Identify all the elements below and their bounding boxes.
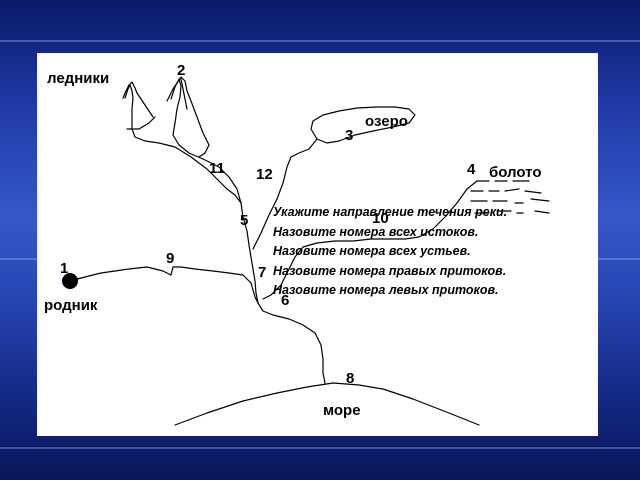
point-number-6: 6 [281, 292, 290, 309]
point-number-9: 9 [166, 250, 175, 267]
point-number-2: 2 [177, 62, 186, 79]
glacier-left-outline [122, 81, 154, 118]
glacier-stream-b [172, 122, 242, 204]
label-glaciers: ледники [47, 70, 110, 87]
river-diagram-panel [37, 53, 598, 436]
point-number-7: 7 [258, 264, 267, 281]
point-number-4: 4 [467, 161, 476, 178]
swamp-line [474, 210, 550, 214]
glacier-stream-d [126, 116, 156, 130]
spring-icon [62, 273, 78, 289]
point-number-10: 10 [372, 210, 389, 227]
task-item: Назовите номера всех истоков. [273, 224, 479, 239]
lake-outline [310, 106, 416, 144]
river-diagram-drawing [62, 76, 550, 426]
task-item: Назовите номера левых притоков. [273, 283, 499, 297]
main-river-lower [257, 302, 326, 384]
task-item: Назовите номера всех устьев. [273, 244, 471, 258]
background-streak [0, 40, 640, 42]
lake-outflow-river [252, 138, 318, 250]
swamp-line [470, 198, 550, 204]
glacier-stream-a [131, 128, 242, 204]
spring-river [69, 266, 259, 304]
glacier-right-inner [170, 78, 182, 124]
label-lake: озеро [365, 113, 408, 130]
point-number-1: 1 [60, 260, 69, 277]
point-number-12: 12 [256, 166, 273, 183]
glacier-left-inner [124, 84, 134, 130]
glacier-stream-c [198, 144, 210, 158]
label-swamp: болото [489, 164, 542, 181]
point-number-3: 3 [345, 127, 354, 144]
label-sea: море [323, 402, 361, 419]
task-item: Укажите направление течения реки. [273, 205, 508, 219]
sea-coastline [174, 382, 480, 426]
label-spring: родник [44, 297, 98, 314]
main-river-upper [240, 202, 259, 304]
swamp-river [262, 180, 478, 300]
task-item: Назовите номера правых притоков. [273, 263, 507, 278]
glacier-right-inner2 [180, 78, 188, 110]
point-number-8: 8 [346, 370, 355, 387]
point-number-11: 11 [209, 160, 225, 177]
point-number-5: 5 [240, 212, 249, 229]
background-streak [0, 447, 640, 449]
task-list: Укажите направление течения реки. Назови… [273, 203, 573, 301]
swamp-line [470, 188, 542, 194]
